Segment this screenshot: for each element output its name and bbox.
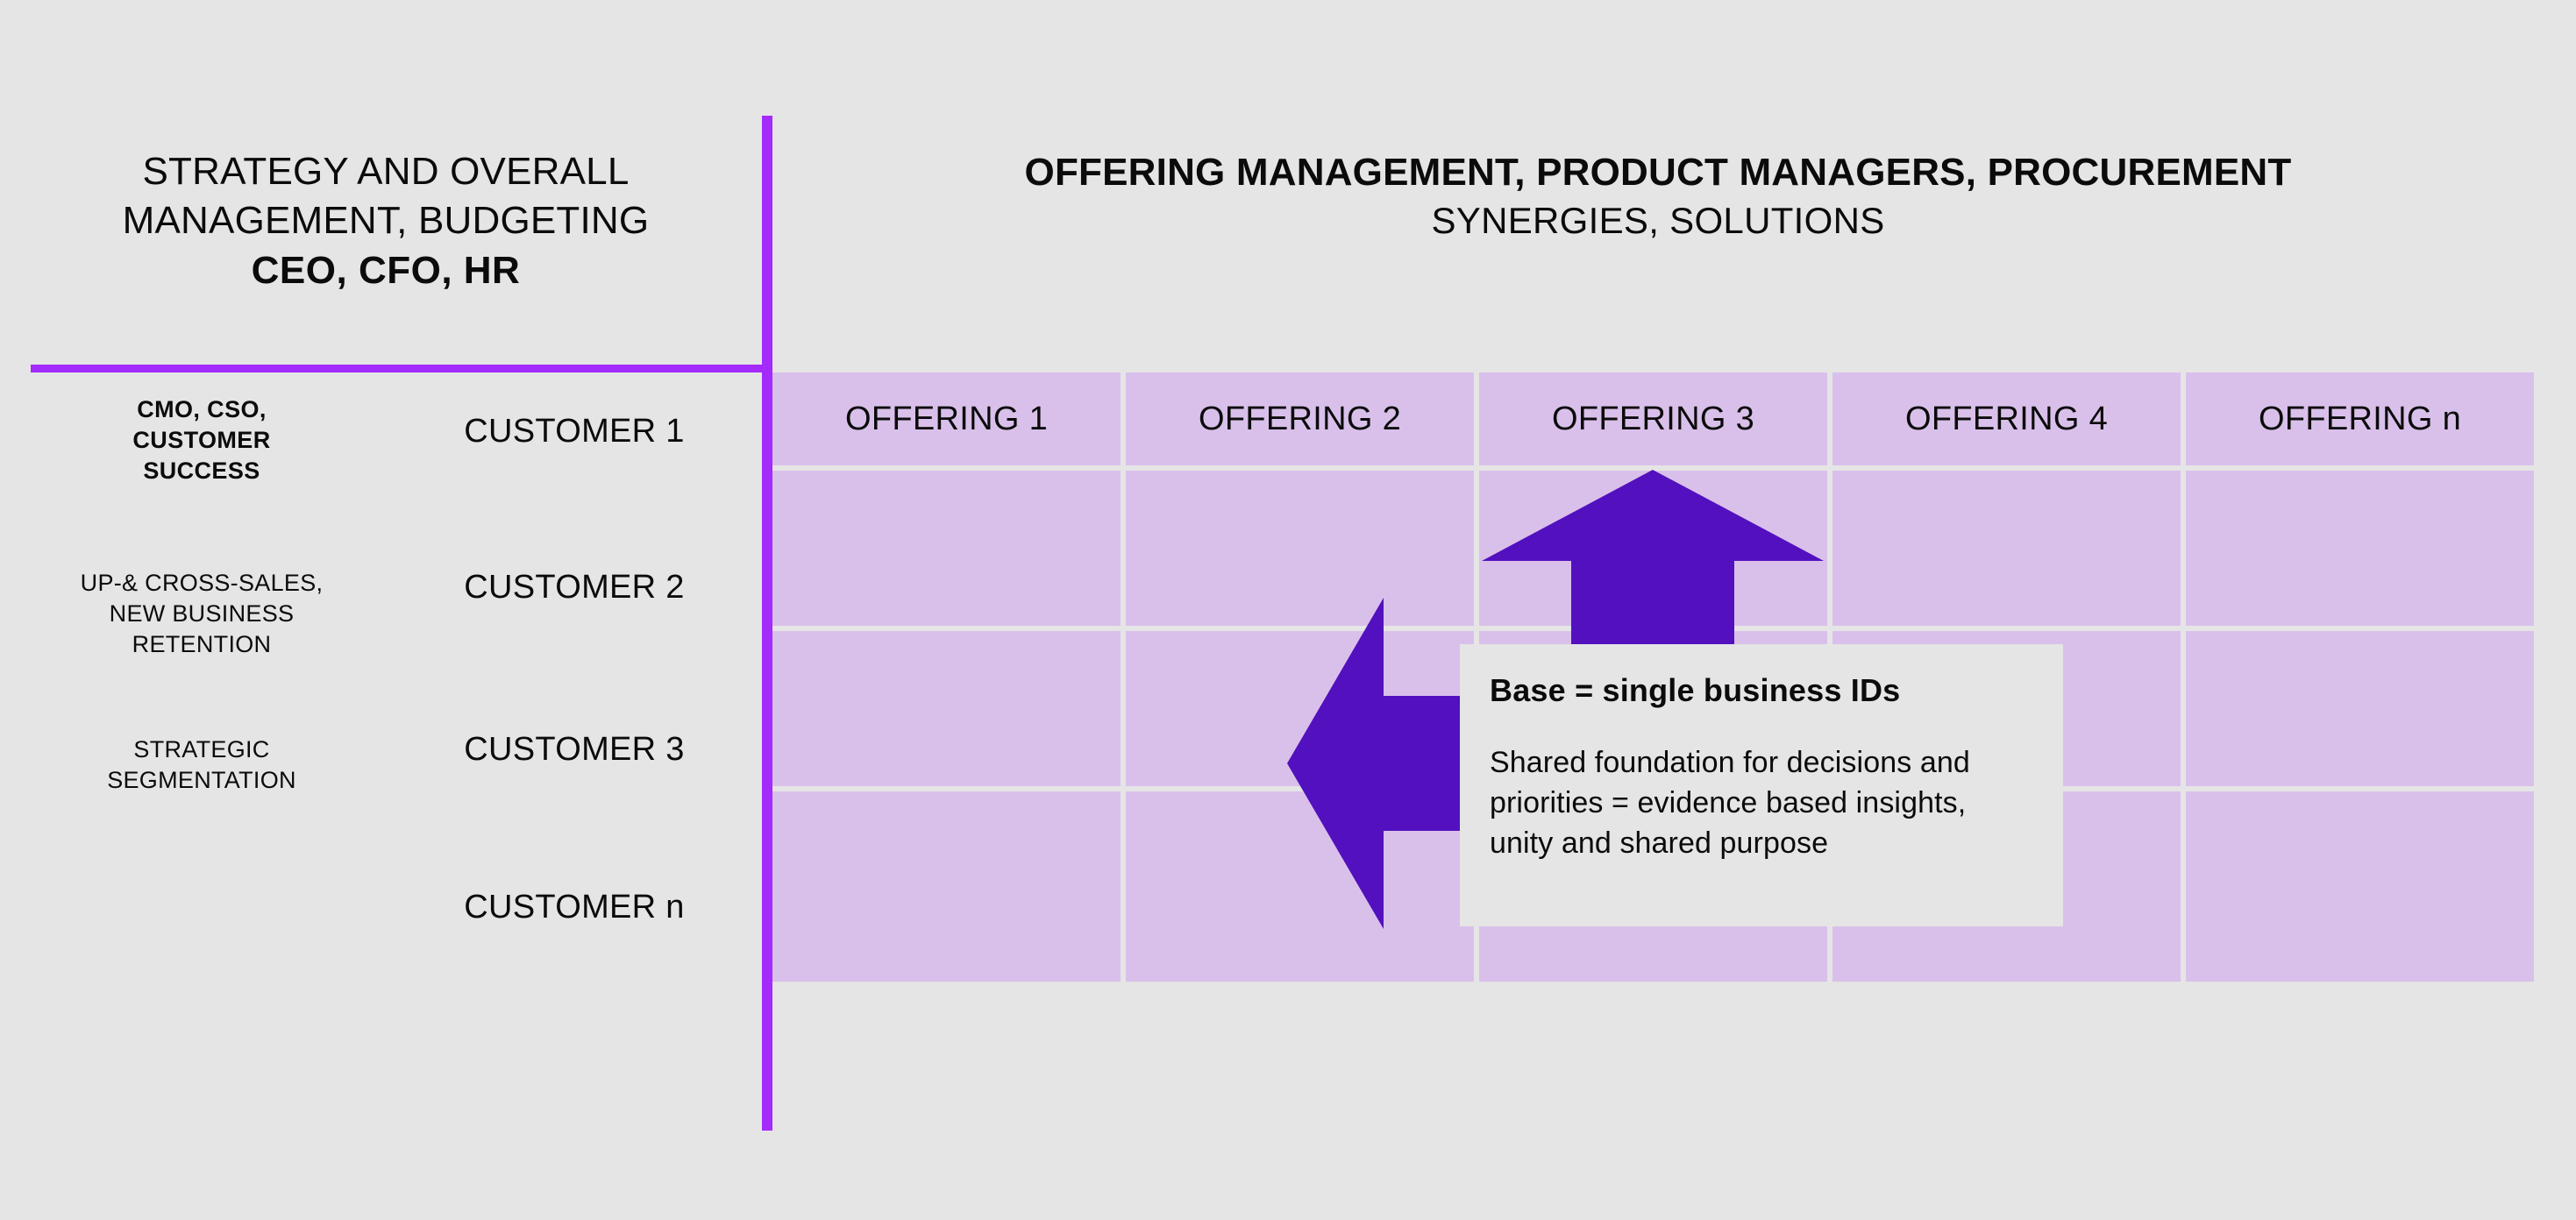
left-arrow-icon — [1287, 598, 1471, 929]
offering-header-label: OFFERING 4 — [1904, 400, 2109, 437]
left-panel-title: STRATEGY AND OVERALL MANAGEMENT, BUDGETI… — [31, 147, 741, 295]
offering-header-cell[interactable]: OFFERING 3 — [1479, 372, 1827, 465]
offering-header-cell[interactable]: OFFERING 1 — [772, 372, 1121, 465]
right-title-line-2: SYNERGIES, SOLUTIONS — [1431, 200, 1885, 242]
customer-label-1: CUSTOMER 1 — [464, 413, 685, 450]
callout-body: Shared foundation for decisions and prio… — [1490, 746, 1970, 861]
offering-header-cell[interactable]: OFFERING 4 — [1832, 372, 2181, 465]
horizontal-divider-rule — [31, 365, 772, 372]
callout-title: Base = single business IDs — [1490, 672, 1901, 708]
up-arrow-icon — [1482, 470, 1824, 759]
offering-header-label: OFFERING 1 — [844, 400, 1049, 437]
offering-header-label: OFFERING n — [2258, 400, 2462, 437]
callout-box: Base = single business IDs Shared founda… — [1460, 644, 2063, 926]
offering-grid-cell[interactable] — [772, 631, 1121, 786]
offering-grid-cell[interactable] — [2186, 631, 2534, 786]
left-title-line-2: MANAGEMENT, BUDGETING — [122, 199, 650, 243]
offering-grid-cell[interactable] — [772, 791, 1121, 982]
offering-grid-cell[interactable] — [1832, 471, 2181, 626]
vertical-divider-rule — [762, 116, 772, 1131]
offering-grid-cell[interactable] — [2186, 791, 2534, 982]
customer-label-n: CUSTOMER n — [464, 889, 685, 926]
right-panel-title: OFFERING MANAGEMENT, PRODUCT MANAGERS, P… — [772, 147, 2544, 245]
left-title-line-1: STRATEGY AND OVERALL — [142, 150, 630, 193]
offering-grid-cell[interactable] — [772, 471, 1121, 626]
customer-label-2: CUSTOMER 2 — [464, 569, 685, 606]
offering-header-cell[interactable]: OFFERING 2 — [1126, 372, 1474, 465]
offering-header-cell[interactable]: OFFERING n — [2186, 372, 2534, 465]
offering-grid-cell[interactable] — [2186, 471, 2534, 626]
offering-header-label: OFFERING 3 — [1551, 400, 1755, 437]
left-title-roles: CEO, CFO, HR — [251, 248, 521, 292]
offering-grid-cell[interactable] — [1126, 471, 1474, 626]
right-title-line-1: OFFERING MANAGEMENT, PRODUCT MANAGERS, P… — [1024, 151, 2292, 194]
customer-label-3: CUSTOMER 3 — [464, 731, 685, 768]
offering-header-label: OFFERING 2 — [1198, 400, 1402, 437]
